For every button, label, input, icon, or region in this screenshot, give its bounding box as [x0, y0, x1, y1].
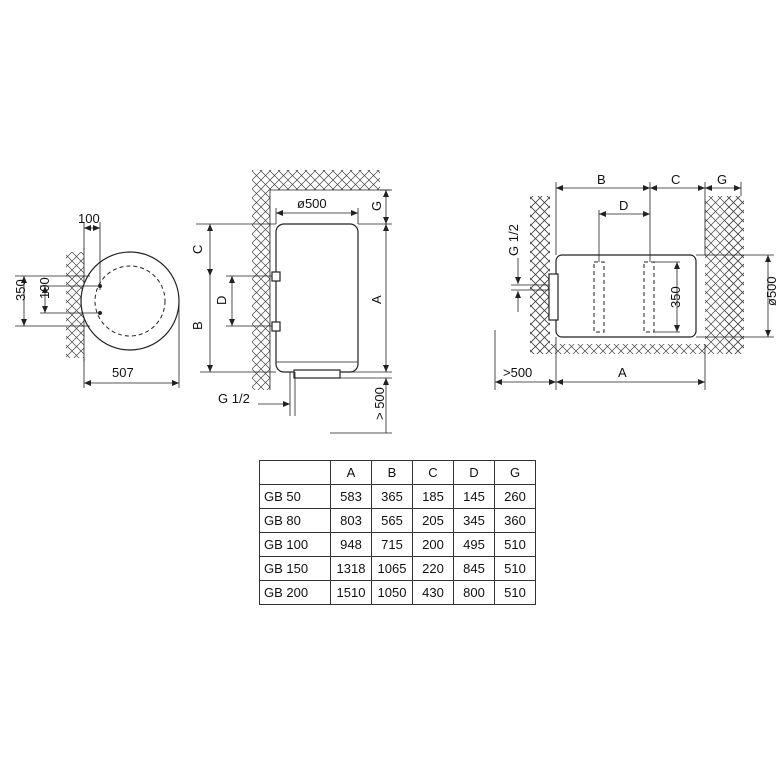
flange [548, 273, 559, 321]
table-cell: 715 [371, 532, 413, 557]
heater-tube-2 [643, 261, 655, 333]
table-cell: 200 [412, 532, 454, 557]
table-cell: GB 50 [259, 484, 331, 509]
wall-hatch-left [530, 196, 550, 354]
tank-outline [80, 251, 180, 351]
front-view: G 1/2 ø500 G A > 500 C D B [190, 170, 392, 434]
horiz-dim-g12: G 1/2 [506, 224, 521, 256]
table-cell: 145 [453, 484, 495, 509]
table-cell: 1318 [330, 556, 372, 581]
wall-hatch [66, 252, 84, 358]
tank-inner-dashed [94, 265, 166, 337]
table-header-row: A B C D G [259, 460, 536, 485]
table-cell: 948 [330, 532, 372, 557]
top-dim-100: 100 [78, 211, 100, 226]
front-dim-c: C [190, 245, 205, 254]
table-header-cell: A [330, 460, 372, 485]
ceiling-hatch [252, 170, 380, 190]
table-row: GB 50 583 365 185 145 260 [259, 484, 536, 509]
table-header-cell [259, 460, 331, 485]
table-cell: 185 [412, 484, 454, 509]
table-row: GB 80 803 565 205 345 360 [259, 508, 536, 533]
table-cell: 510 [494, 532, 536, 557]
table-header-cell: B [371, 460, 413, 485]
table-cell: 803 [330, 508, 372, 533]
table-cell: GB 150 [259, 556, 331, 581]
table-cell: 1050 [371, 580, 413, 605]
inlet-connector [271, 271, 281, 282]
horiz-dim-500: >500 [503, 365, 532, 380]
table-cell: 365 [371, 484, 413, 509]
outlet-connector [271, 321, 281, 332]
table-cell: 205 [412, 508, 454, 533]
table-cell: 260 [494, 484, 536, 509]
table-cell: 360 [494, 508, 536, 533]
top-dim-507: 507 [112, 365, 134, 380]
tank-body [275, 223, 359, 373]
front-dim-500: > 500 [372, 387, 387, 420]
table-header-cell: D [453, 460, 495, 485]
table-cell: 1065 [371, 556, 413, 581]
table-cell: 495 [453, 532, 495, 557]
table-cell: 583 [330, 484, 372, 509]
top-dim-100-side: 100 [37, 277, 52, 299]
heater-tube-1 [593, 261, 605, 333]
horiz-dim-d: D [619, 198, 628, 213]
table-cell: 565 [371, 508, 413, 533]
dimensions-table: A B C D G GB 50 583 365 185 145 260 GB 8… [259, 460, 536, 605]
horiz-dim-g: G [717, 172, 727, 187]
top-view: 100 350 100 507 [13, 211, 180, 388]
table-cell: 1510 [330, 580, 372, 605]
front-dim-d: D [214, 296, 229, 305]
table-cell: 800 [453, 580, 495, 605]
table-header-cell: C [412, 460, 454, 485]
table-cell: 345 [453, 508, 495, 533]
table-row: GB 100 948 715 200 495 510 [259, 532, 536, 557]
front-dim-g12: G 1/2 [218, 391, 250, 406]
cutout-right [705, 196, 744, 344]
front-dim-b: B [190, 321, 205, 330]
table-cell: 430 [412, 580, 454, 605]
table-cell: GB 200 [259, 580, 331, 605]
top-dim-350: 350 [13, 279, 28, 301]
horiz-dim-350: 350 [668, 286, 683, 308]
horiz-dim-a: A [618, 365, 627, 380]
table-cell: 220 [412, 556, 454, 581]
horiz-dim-b: B [597, 172, 606, 187]
table-row: GB 200 1510 1050 430 800 510 [259, 580, 536, 605]
tank-bottom-cap [293, 369, 341, 379]
table-cell: GB 100 [259, 532, 331, 557]
front-dim-g: G [369, 201, 384, 211]
front-dim-a: A [369, 295, 384, 304]
wall-hatch [252, 190, 270, 390]
table-row: GB 150 1318 1065 220 845 510 [259, 556, 536, 581]
table-cell: 510 [494, 580, 536, 605]
wall-hatch-bottom [550, 344, 744, 354]
horiz-dim-c: C [671, 172, 680, 187]
table-cell: 845 [453, 556, 495, 581]
front-dim-diameter: ø500 [297, 196, 327, 211]
horizontal-view: B C G D G 1/2 350 ø500 >500 A [494, 172, 777, 390]
table-header-cell: G [494, 460, 536, 485]
horiz-dim-diameter: ø500 [764, 276, 777, 306]
table-cell: 510 [494, 556, 536, 581]
table-cell: GB 80 [259, 508, 331, 533]
